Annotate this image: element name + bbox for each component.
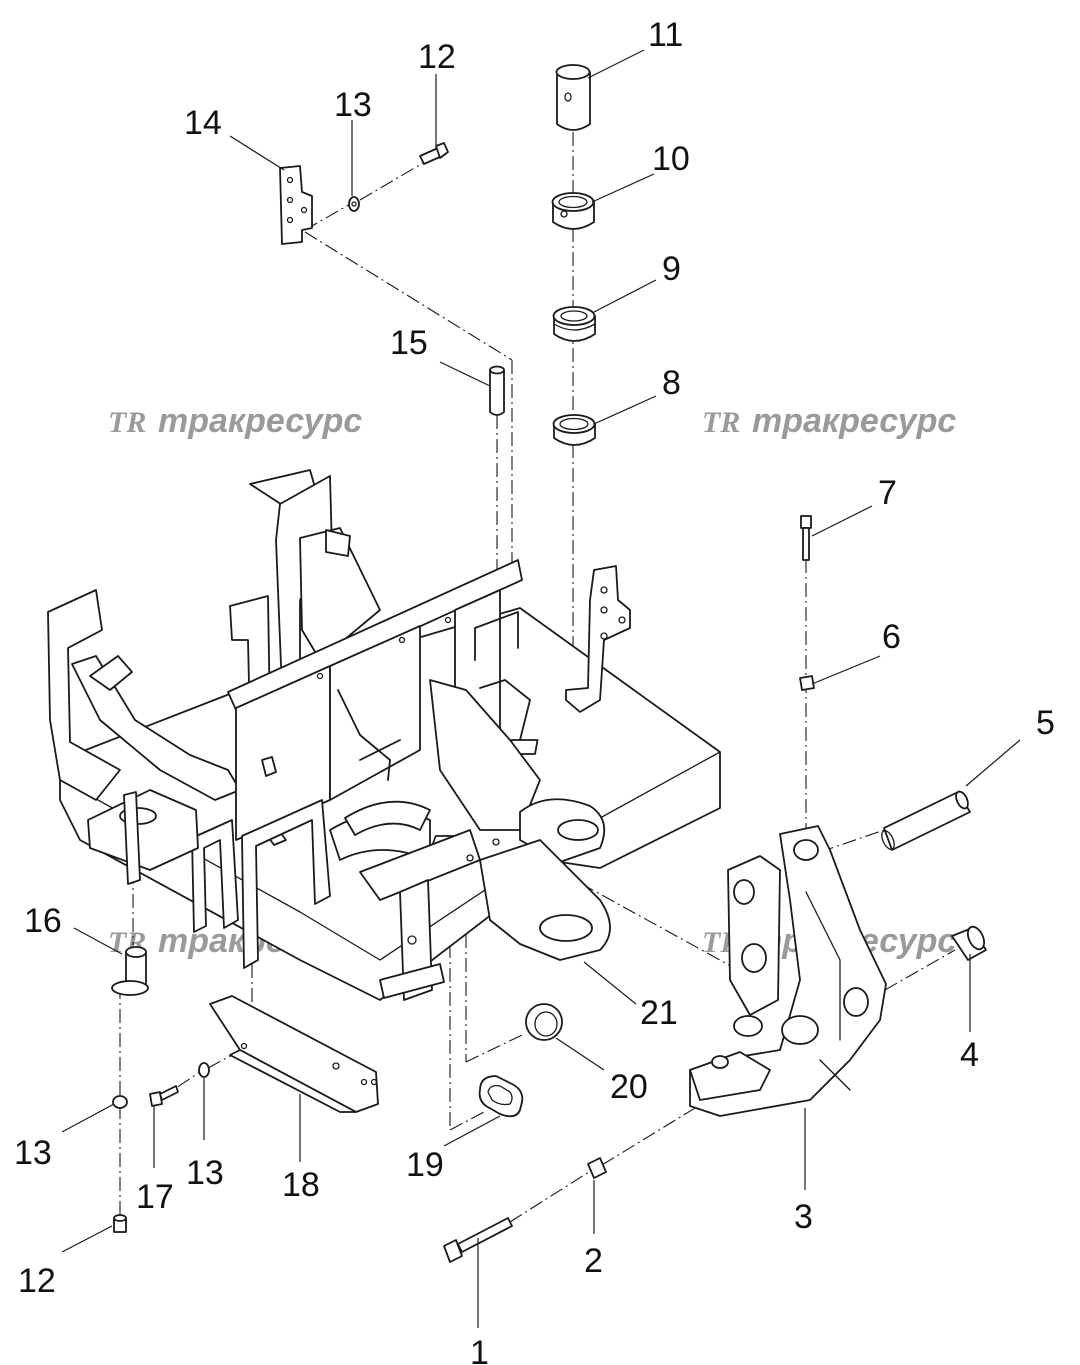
callout-11: 11 [648,16,683,54]
callout-12-top: 12 [418,38,456,76]
part-9-bushing [552,306,596,342]
callout-17: 17 [136,1178,174,1216]
part-14-mounting-plate [279,165,313,245]
part-1-long-bolt [443,1217,513,1263]
callout-7: 7 [878,474,897,512]
part-13-washer-middle [198,1062,210,1078]
part-13-washer-top [348,196,360,212]
part-10-collar [551,192,595,230]
watermark-text: тракресурс [752,402,956,440]
callout-20: 20 [610,1068,648,1106]
part-19-oval-gasket [478,1075,524,1118]
part-3-swing-bracket [689,825,887,1117]
callout-21: 21 [640,994,678,1032]
part-6-nut [799,675,815,691]
part-17-bolt [149,1085,179,1107]
part-2-nut [587,1157,607,1179]
callout-13-top: 13 [334,86,372,124]
watermark-text: тракресурс [158,402,362,440]
callout-13-left: 13 [14,1134,52,1172]
callout-16: 16 [24,902,62,940]
watermark-top-left: TR тракресурс [108,402,362,440]
callout-15: 15 [390,324,428,362]
part-13-washer-left [112,1095,128,1109]
callout-13-middle: 13 [186,1154,224,1192]
callout-14: 14 [184,104,222,142]
part-16-flanged-pin [111,946,149,996]
callout-1: 1 [470,1334,489,1365]
callout-19: 19 [406,1146,444,1184]
leader-lines [61,49,1021,1328]
part-4-bushing [951,925,987,961]
callout-8: 8 [662,364,681,402]
callout-5: 5 [1036,704,1055,742]
part-20-seal [525,1003,563,1041]
callout-9: 9 [662,250,681,288]
callout-10: 10 [652,140,690,178]
callout-12-bottom: 12 [18,1262,56,1300]
part-5-pin [881,790,971,851]
part-13-washer-top-hole [351,201,357,207]
part-12-bolt-bottom [113,1214,127,1233]
callout-3: 3 [794,1198,813,1236]
callout-18: 18 [282,1166,320,1204]
callout-2: 2 [584,1242,603,1280]
watermark-top-right: TR тракресурс [702,402,956,440]
part-11-pin [555,64,591,131]
watermark-logo: TR [702,406,740,439]
watermark-logo: TR [108,406,146,439]
part-15-dowel-pin [489,365,505,416]
part-18-guard-bracket [209,995,379,1113]
part-7-long-bolt [800,515,812,561]
part-8-ring [552,414,596,446]
main-frame-assembly [47,469,721,1001]
callout-6: 6 [882,618,901,656]
part-12-bolt-top [419,142,449,165]
callout-labels: 1 2 3 4 5 6 7 8 9 10 11 12 12 13 13 13 1… [14,16,1055,1365]
callout-4: 4 [960,1036,979,1074]
